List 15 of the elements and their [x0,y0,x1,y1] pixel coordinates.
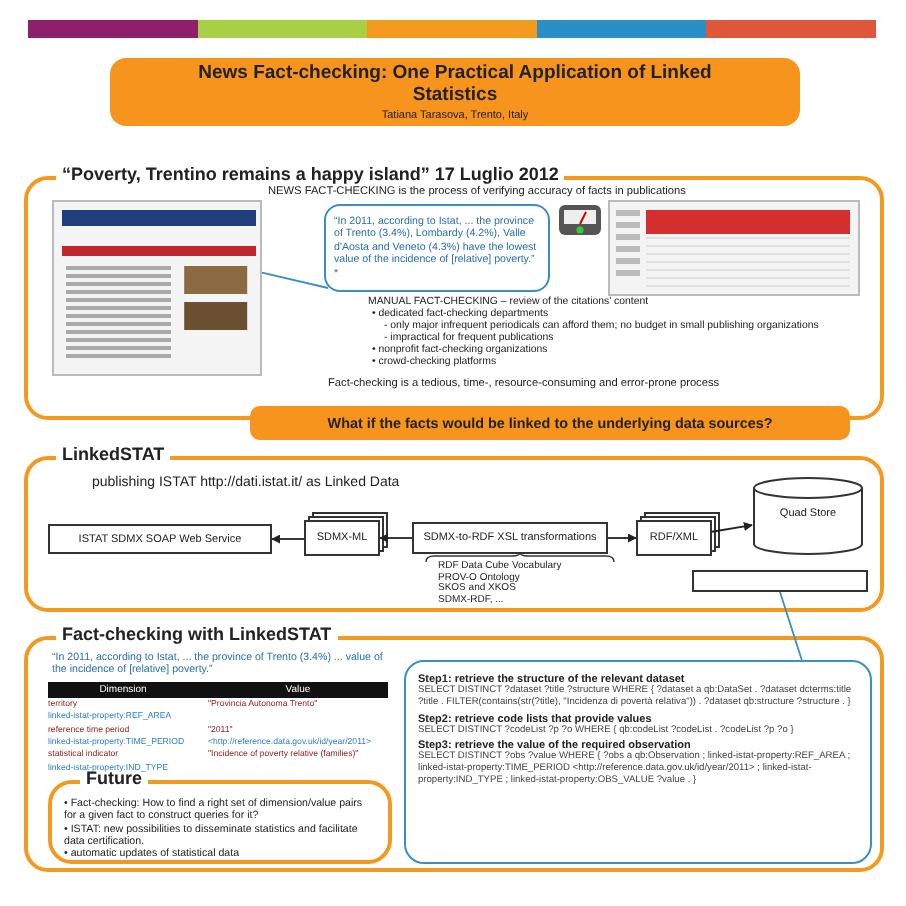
screenshot-placeholder [608,200,860,296]
poster-title: News Fact-checking: One Practical Application of Linked Statistics [196,64,714,108]
connector-line [261,271,329,289]
empty-box [692,570,868,592]
query-bubble [404,660,872,864]
section-heading: LinkedSTAT [56,444,171,464]
arrow [271,534,305,544]
section-heading: “Poverty, Trentino remains a happy island” 17 Luglio 2012 [56,164,565,184]
section-heading: Fact-checking with LinkedSTAT [56,624,338,644]
arrow [607,533,637,543]
screenshot-placeholder [52,200,262,376]
arrow [379,533,413,543]
arrow [711,522,753,533]
title-banner [110,58,800,126]
connector-line [779,591,803,661]
